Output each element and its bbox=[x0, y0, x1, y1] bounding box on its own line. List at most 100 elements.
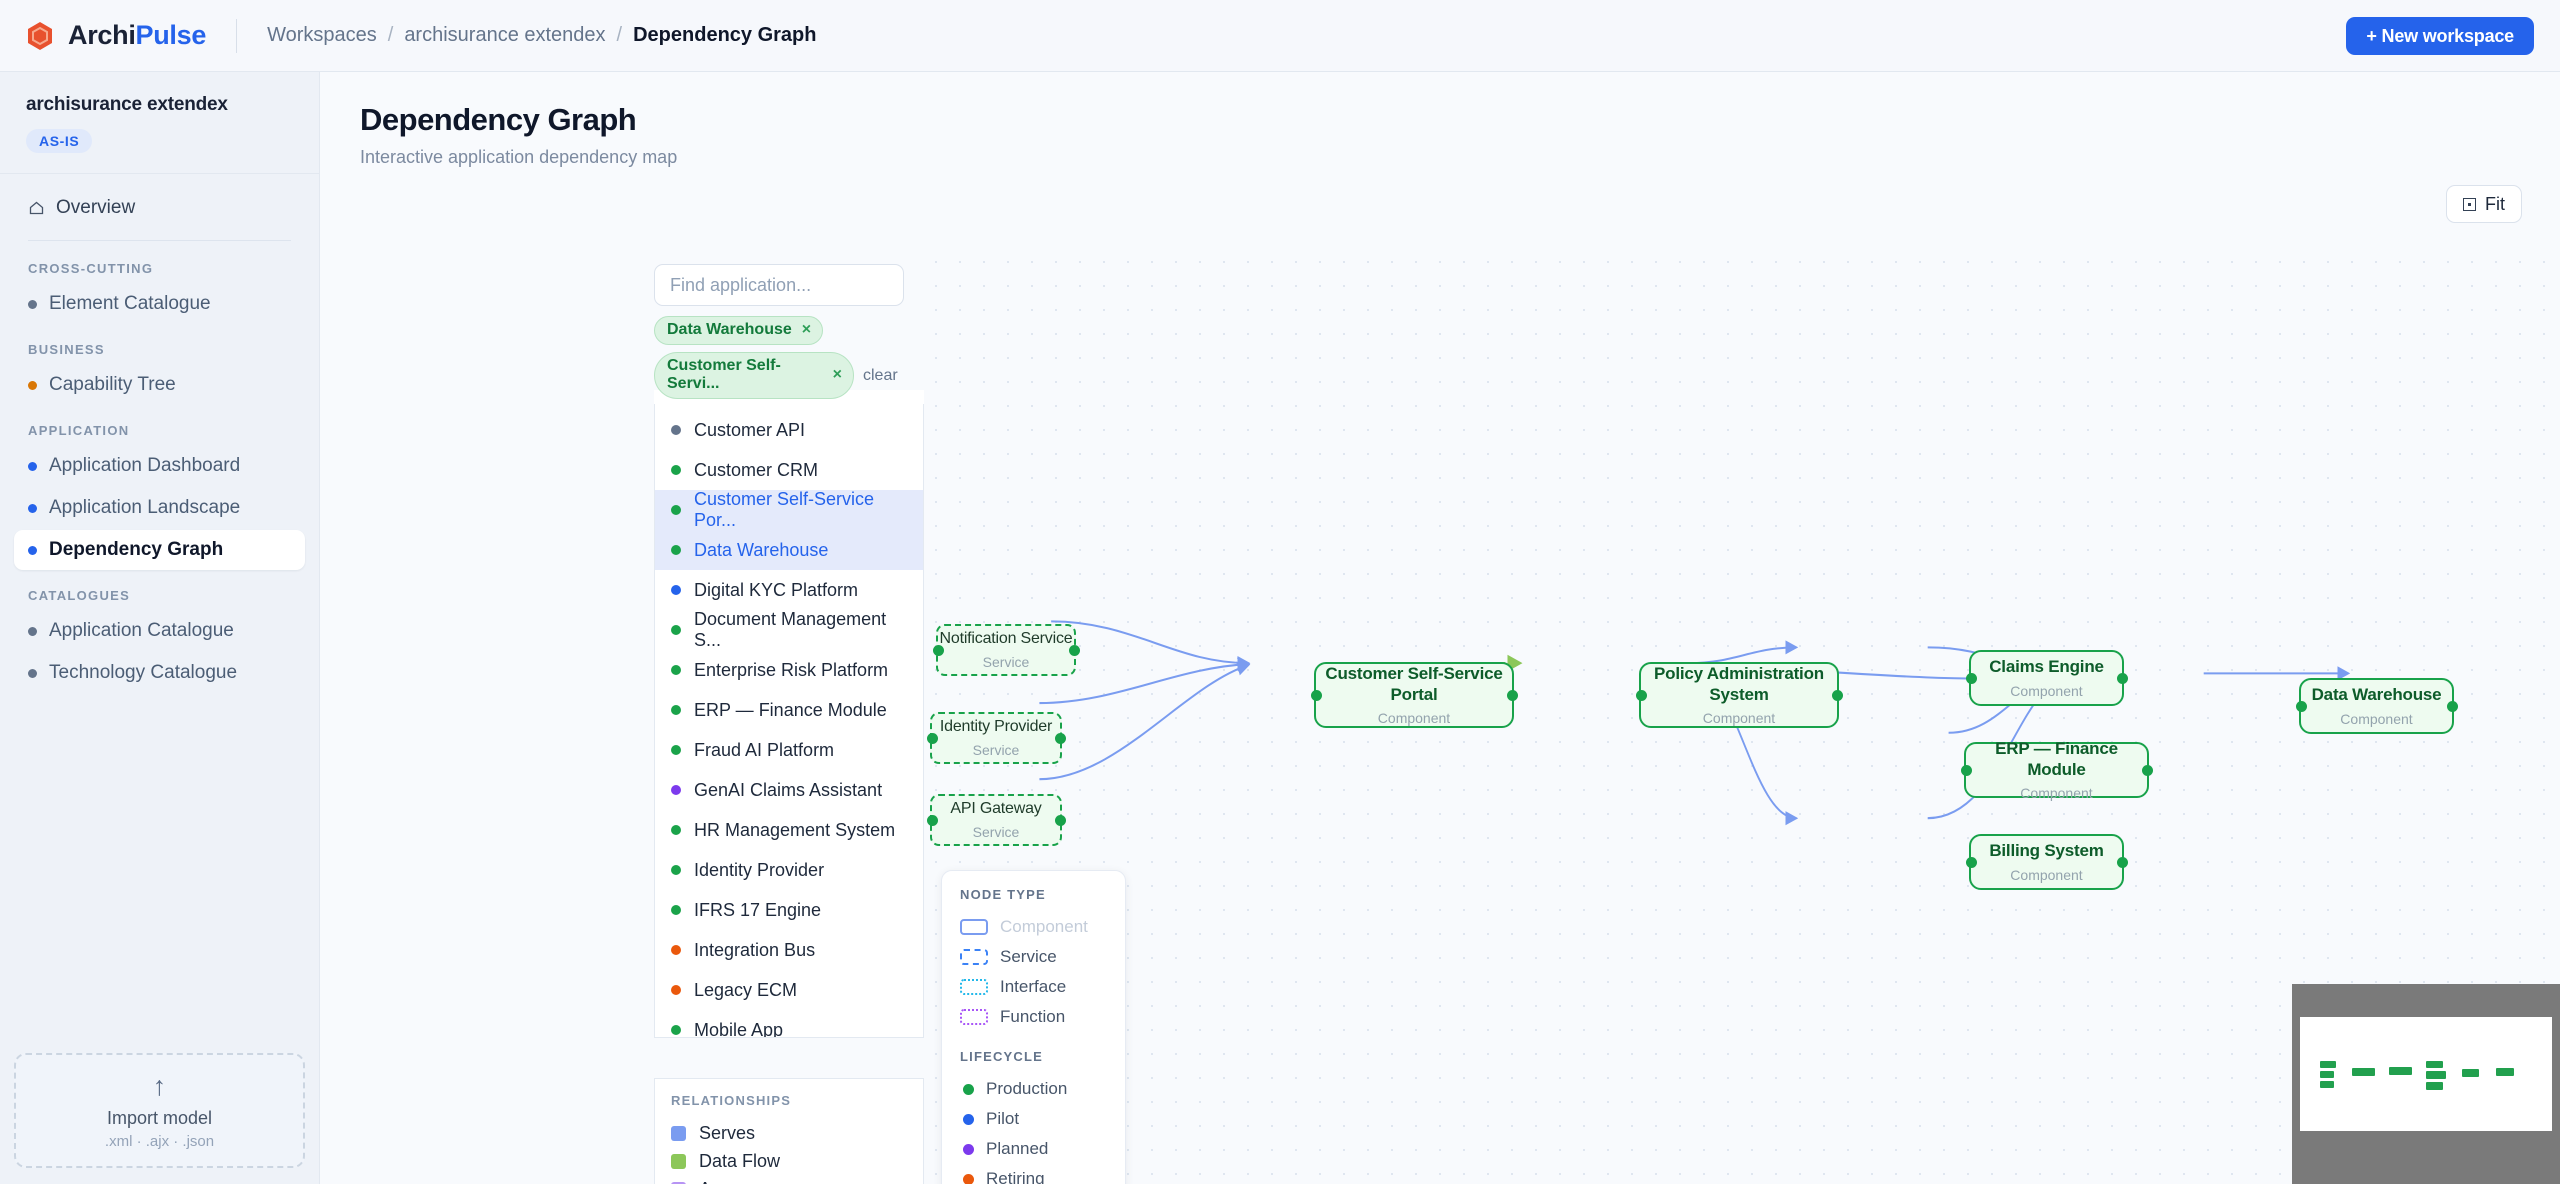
sidebar-item-label: Capability Tree bbox=[49, 374, 176, 396]
relationships-legend: RELATIONSHIPS Serves Data Flow Accesses … bbox=[654, 1078, 924, 1184]
minimap-node bbox=[2352, 1068, 2375, 1076]
legend-lifecycle-planned: Planned bbox=[960, 1134, 1107, 1164]
brand[interactable]: ArchiPulse bbox=[26, 20, 206, 51]
node-title: Data Warehouse bbox=[2312, 685, 2442, 705]
sidebar-item-element-catalogue[interactable]: Element Catalogue bbox=[14, 284, 305, 324]
breadcrumb-workspaces[interactable]: Workspaces bbox=[267, 24, 377, 47]
interface-shape-icon bbox=[960, 979, 988, 995]
application-list-item[interactable]: Fraud AI Platform bbox=[655, 730, 923, 770]
status-dot-icon bbox=[671, 1025, 681, 1035]
application-list[interactable]: Customer AnalyticsCustomer APICustomer C… bbox=[654, 390, 924, 1038]
clear-filters-button[interactable]: clear bbox=[863, 367, 898, 385]
application-list-item[interactable]: Identity Provider bbox=[655, 850, 923, 890]
close-icon[interactable]: × bbox=[833, 366, 842, 384]
function-shape-icon bbox=[960, 1009, 988, 1025]
sidebar-item-label: Application Catalogue bbox=[49, 620, 234, 642]
node-port-left bbox=[2296, 701, 2307, 712]
application-list-item-label: Enterprise Risk Platform bbox=[694, 660, 888, 681]
application-list-item[interactable]: Digital KYC Platform bbox=[655, 570, 923, 610]
sidebar-item-application-landscape[interactable]: Application Landscape bbox=[14, 488, 305, 528]
legend-label: Service bbox=[1000, 947, 1057, 967]
node-port-right bbox=[2117, 673, 2128, 684]
application-list-item[interactable]: Legacy ECM bbox=[655, 970, 923, 1010]
application-list-item[interactable]: Data Warehouse bbox=[655, 530, 923, 570]
graph-node-customer-self-service-portal[interactable]: Customer Self-Service Portal Component bbox=[1314, 662, 1514, 728]
status-dot-icon bbox=[963, 1174, 974, 1184]
application-list-item-label: Integration Bus bbox=[694, 940, 815, 961]
body: archisurance extendex AS-IS Overview CRO… bbox=[0, 72, 2560, 1184]
top-bar: ArchiPulse Workspaces / archisurance ext… bbox=[0, 0, 2560, 72]
hexagon-logo-icon bbox=[26, 21, 54, 51]
minimap-viewport[interactable] bbox=[2300, 1017, 2552, 1131]
component-shape-icon bbox=[960, 919, 988, 935]
graph-node-billing-system[interactable]: Billing System Component bbox=[1969, 834, 2124, 890]
application-list-item[interactable]: Customer API bbox=[655, 410, 923, 450]
sidebar-item-dependency-graph[interactable]: Dependency Graph bbox=[14, 530, 305, 570]
filter-chip-customer-self-service[interactable]: Customer Self-Servi... × bbox=[654, 352, 854, 399]
graph-node-data-warehouse[interactable]: Data Warehouse Component bbox=[2299, 678, 2454, 734]
sidebar-item-overview[interactable]: Overview bbox=[14, 188, 305, 228]
import-model-inner: ↑ Import model .xml · .ajx · .json bbox=[14, 1053, 305, 1168]
application-list-item-label: Mobile App bbox=[694, 1020, 783, 1039]
new-workspace-button[interactable]: + New workspace bbox=[2346, 17, 2534, 55]
application-list-item-label: Document Management S... bbox=[694, 609, 907, 651]
application-list-item[interactable]: Mobile App bbox=[655, 1010, 923, 1038]
node-title: Customer Self-Service Portal bbox=[1316, 664, 1512, 704]
search-input[interactable] bbox=[654, 264, 904, 306]
graph-canvas[interactable]: Notification Service Service Identity Pr… bbox=[924, 250, 2560, 1184]
sidebar-item-capability-tree[interactable]: Capability Tree bbox=[14, 365, 305, 405]
status-dot-icon bbox=[671, 705, 681, 715]
application-list-item[interactable]: Customer Self-Service Por... bbox=[655, 490, 923, 530]
graph-node-erp-finance-module[interactable]: ERP — Finance Module Component bbox=[1964, 742, 2149, 798]
status-dot-icon bbox=[671, 625, 681, 635]
application-list-item[interactable]: Integration Bus bbox=[655, 930, 923, 970]
node-title: Claims Engine bbox=[1989, 657, 2104, 677]
home-icon bbox=[28, 201, 44, 215]
node-port-right bbox=[2117, 857, 2128, 868]
status-dot-icon bbox=[963, 1114, 974, 1125]
application-list-item[interactable]: IFRS 17 Engine bbox=[655, 890, 923, 930]
page-subtitle: Interactive application dependency map bbox=[360, 147, 2520, 168]
node-subtitle: Component bbox=[2010, 683, 2082, 699]
status-dot-icon bbox=[671, 865, 681, 875]
graph-legend: NODE TYPE Component Service Interface bbox=[941, 870, 1126, 1184]
breadcrumb-workspace[interactable]: archisurance extendex bbox=[404, 24, 605, 47]
graph-node-api-gateway[interactable]: API Gateway Service bbox=[930, 794, 1062, 846]
import-model-dropzone[interactable]: ↑ Import model .xml · .ajx · .json bbox=[14, 1053, 305, 1168]
minimap[interactable] bbox=[2292, 984, 2560, 1184]
application-list-item[interactable]: Document Management S... bbox=[655, 610, 923, 650]
page-title: Dependency Graph bbox=[360, 102, 2520, 138]
status-dot-icon bbox=[28, 627, 37, 636]
application-list-item[interactable]: HR Management System bbox=[655, 810, 923, 850]
graph-node-policy-administration-system[interactable]: Policy Administration System Component bbox=[1639, 662, 1839, 728]
breadcrumb-current: Dependency Graph bbox=[633, 24, 816, 47]
application-list-item[interactable]: Enterprise Risk Platform bbox=[655, 650, 923, 690]
close-icon[interactable]: × bbox=[802, 321, 811, 339]
fit-button[interactable]: Fit bbox=[2446, 185, 2522, 223]
graph-node-notification-service[interactable]: Notification Service Service bbox=[936, 624, 1076, 676]
sidebar-nav: Overview CROSS-CUTTING Element Catalogue… bbox=[0, 174, 319, 695]
sidebar-item-application-dashboard[interactable]: Application Dashboard bbox=[14, 446, 305, 486]
graph-node-claims-engine[interactable]: Claims Engine Component bbox=[1969, 650, 2124, 706]
application-list-item[interactable]: ERP — Finance Module bbox=[655, 690, 923, 730]
import-model-label: Import model bbox=[26, 1108, 293, 1129]
minimap-node bbox=[2426, 1082, 2443, 1090]
node-port-right bbox=[1507, 690, 1518, 701]
workspace-block: archisurance extendex AS-IS bbox=[0, 72, 319, 174]
graph-node-identity-provider[interactable]: Identity Provider Service bbox=[930, 712, 1062, 764]
sidebar-item-application-catalogue[interactable]: Application Catalogue bbox=[14, 611, 305, 651]
filter-chip-data-warehouse[interactable]: Data Warehouse × bbox=[654, 316, 823, 345]
upload-arrow-icon: ↑ bbox=[26, 1073, 293, 1100]
sidebar-item-label: Overview bbox=[56, 197, 135, 219]
application-list-item[interactable]: GenAI Claims Assistant bbox=[655, 770, 923, 810]
page-header: Dependency Graph Interactive application… bbox=[320, 72, 2560, 168]
sidebar-item-technology-catalogue[interactable]: Technology Catalogue bbox=[14, 653, 305, 693]
status-dot-icon bbox=[671, 745, 681, 755]
status-dot-icon bbox=[28, 669, 37, 678]
node-port-left bbox=[927, 815, 938, 826]
status-dot-icon bbox=[671, 465, 681, 475]
application-list-item-label: GenAI Claims Assistant bbox=[694, 780, 882, 801]
relationship-serves: Serves bbox=[671, 1119, 907, 1147]
application-list-item[interactable]: Customer CRM bbox=[655, 450, 923, 490]
